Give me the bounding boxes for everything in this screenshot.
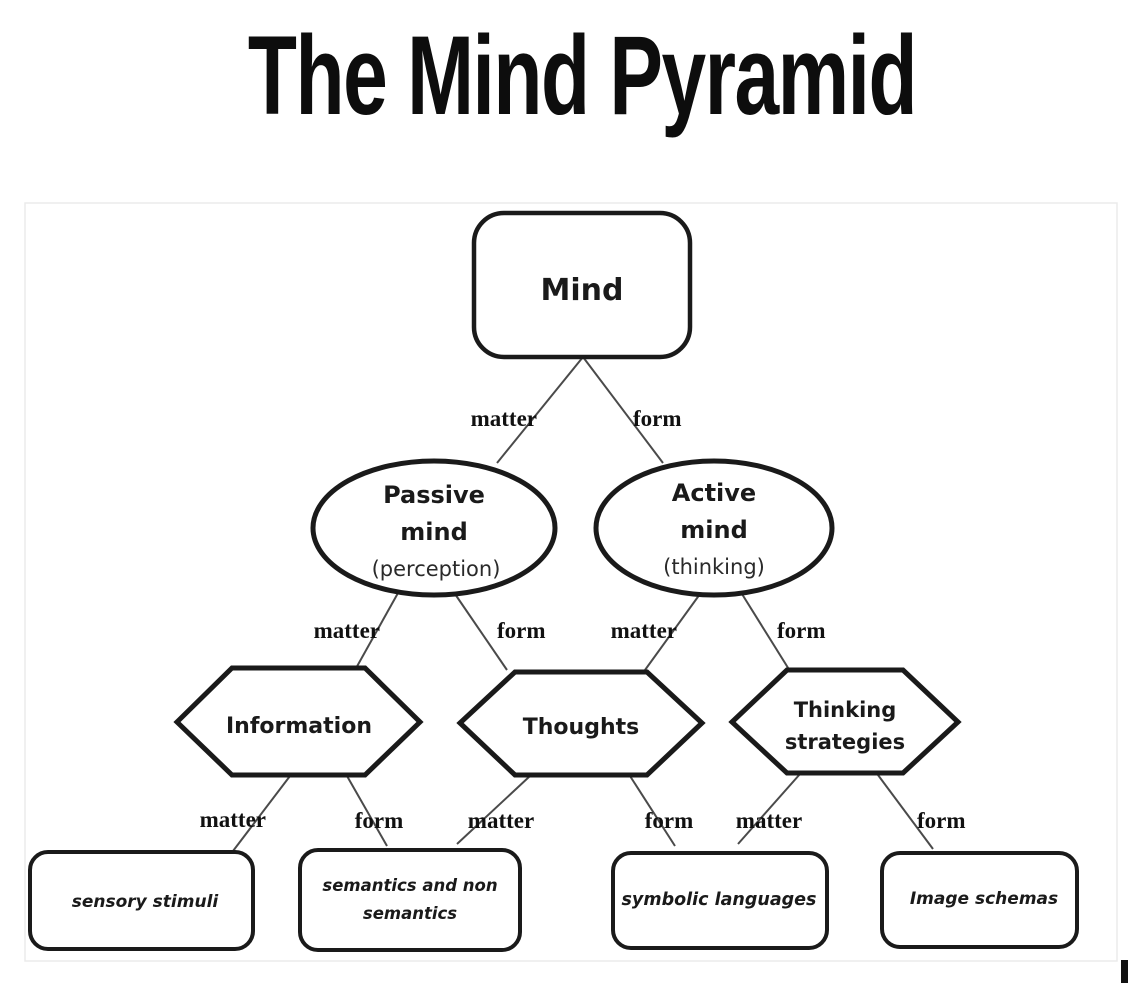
edge-label-matter: matter bbox=[314, 618, 380, 643]
node-image-schemas: Image schemas bbox=[880, 851, 1079, 949]
sensory-stimuli-label: sensory stimuli bbox=[72, 892, 220, 912]
node-passive-mind: Passive mind (perception) bbox=[310, 458, 558, 598]
node-sensory-stimuli: sensory stimuli bbox=[28, 850, 255, 951]
thoughts-label: Thoughts bbox=[523, 715, 639, 740]
semantics-label-line1: semantics and non bbox=[322, 876, 497, 895]
edge-thoughts-semantics bbox=[456, 775, 531, 845]
node-mind: Mind bbox=[471, 210, 693, 360]
node-thinking-strategies: Thinking strategies bbox=[728, 667, 962, 776]
edge-active-thinking-strategies bbox=[741, 593, 791, 672]
edge-thinking-symbolic bbox=[737, 773, 801, 845]
thoughts-hexagon bbox=[456, 669, 706, 778]
node-thoughts: Thoughts bbox=[456, 669, 706, 778]
symbolic-languages-label: symbolic languages bbox=[622, 890, 817, 910]
semantics-label-line2: semantics bbox=[363, 904, 457, 923]
active-mind-ellipse bbox=[593, 458, 835, 598]
edge-label-matter: matter bbox=[471, 406, 537, 431]
edge-thinking-image-schemas bbox=[877, 774, 934, 850]
edge-label-matter: matter bbox=[200, 807, 266, 832]
edge-label-form: form bbox=[355, 808, 404, 833]
node-information: Information bbox=[173, 665, 424, 778]
edge-passive-thoughts bbox=[454, 593, 508, 671]
edge-label-form: form bbox=[777, 618, 826, 643]
passive-mind-label-line1: Passive bbox=[383, 481, 485, 509]
edge-mind-passive bbox=[496, 356, 584, 464]
information-label: Information bbox=[226, 714, 372, 739]
diagram-frame bbox=[24, 202, 1118, 962]
information-hexagon bbox=[173, 665, 424, 778]
thinking-strategies-label-line2: strategies bbox=[785, 730, 905, 754]
edge-labels: matter form matter form matter form matt… bbox=[200, 406, 966, 833]
node-semantics: semantics and non semantics bbox=[298, 848, 522, 952]
edge-passive-information bbox=[354, 592, 399, 671]
edge-label-form: form bbox=[917, 808, 966, 833]
node-symbolic-languages: symbolic languages bbox=[611, 851, 829, 950]
passive-mind-ellipse bbox=[310, 458, 558, 598]
edge-thoughts-symbolic bbox=[629, 775, 676, 847]
edge-label-matter: matter bbox=[736, 808, 802, 833]
image-schemas-box bbox=[880, 851, 1079, 949]
active-mind-label-line1: Active bbox=[672, 479, 756, 507]
edge-label-form: form bbox=[497, 618, 546, 643]
mind-box bbox=[471, 210, 693, 360]
image-schemas-label: Image schemas bbox=[910, 889, 1058, 909]
edge-label-matter: matter bbox=[611, 618, 677, 643]
passive-mind-label-line3: (perception) bbox=[372, 557, 501, 581]
edge-label-matter: matter bbox=[468, 808, 534, 833]
cursor-artifact bbox=[1121, 960, 1128, 983]
edge-label-form: form bbox=[645, 808, 694, 833]
node-active-mind: Active mind (thinking) bbox=[593, 458, 835, 598]
semantics-box bbox=[298, 848, 522, 952]
thinking-strategies-label-line1: Thinking bbox=[794, 698, 897, 722]
symbolic-languages-box bbox=[611, 851, 829, 950]
active-mind-label-line3: (thinking) bbox=[663, 555, 765, 579]
active-mind-label-line2: mind bbox=[680, 516, 748, 544]
edge-information-semantics bbox=[346, 775, 388, 847]
edge-lines bbox=[232, 356, 934, 852]
sensory-stimuli-box bbox=[28, 850, 255, 951]
thinking-strategies-hexagon bbox=[728, 667, 962, 776]
passive-mind-label-line2: mind bbox=[400, 518, 468, 546]
edge-active-thoughts bbox=[644, 593, 701, 671]
edge-mind-active bbox=[582, 356, 664, 464]
mind-label: Mind bbox=[541, 273, 624, 308]
page-title: The Mind Pyramid bbox=[247, 12, 918, 139]
edge-label-form: form bbox=[633, 406, 682, 431]
edge-information-sensory bbox=[232, 775, 291, 852]
